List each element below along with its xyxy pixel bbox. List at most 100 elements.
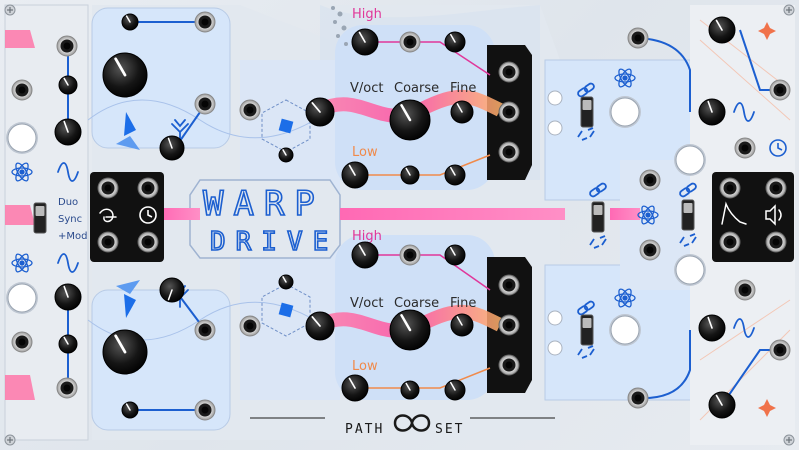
bottom-link-toggle[interactable] [580, 314, 594, 346]
output-jack-top-2[interactable] [498, 101, 520, 123]
infinity-icon [393, 414, 431, 432]
label-coarse-top: Coarse [394, 81, 439, 96]
right-link-toggle[interactable] [681, 199, 695, 231]
left-big-button-bottom[interactable] [6, 282, 38, 314]
high-jack-top[interactable] [399, 31, 421, 53]
bottom-hex-jack-1[interactable] [239, 315, 261, 337]
left-jack-bottom[interactable] [56, 377, 78, 399]
label-voct-top: V/oct [350, 81, 383, 96]
top-right-big-button[interactable] [609, 96, 641, 128]
broken-link-icon [679, 233, 697, 247]
top-far-right-jack[interactable] [769, 79, 791, 101]
high-knob-2-bottom[interactable] [444, 244, 466, 266]
output-jack-bottom-2[interactable] [498, 314, 520, 336]
bottom-hex-small-knob[interactable] [278, 274, 294, 290]
top-light-2[interactable] [547, 120, 563, 136]
left-small-knob-top[interactable] [58, 75, 78, 95]
output-jack-top-1[interactable] [498, 61, 520, 83]
label-coarse-bottom: Coarse [394, 296, 439, 311]
low-small-knob-bottom[interactable] [400, 380, 420, 400]
top-far-right-knob[interactable] [708, 16, 736, 44]
voct-knob-top[interactable] [305, 97, 335, 127]
mode-toggle-switch[interactable] [33, 202, 47, 234]
top-hex-jack-1[interactable] [239, 99, 261, 121]
bottom-small-knob[interactable] [121, 401, 139, 419]
top-small-knob[interactable] [121, 13, 139, 31]
brand-path: PATH [345, 422, 384, 437]
middle-jack-top[interactable] [639, 169, 661, 191]
low-knob-2-bottom[interactable] [444, 379, 466, 401]
middle-big-button-bottom[interactable] [674, 254, 706, 286]
bottom-right-jack-2[interactable] [734, 279, 756, 301]
top-right-knob[interactable] [698, 98, 726, 126]
high-knob-top[interactable] [351, 28, 379, 56]
display-jack-bl[interactable] [97, 231, 119, 253]
fine-knob-bottom[interactable] [450, 313, 474, 337]
broken-link-icon [577, 127, 595, 141]
link-icon [679, 182, 697, 198]
atom-icon [614, 68, 636, 88]
output-jack-bottom-3[interactable] [498, 354, 520, 376]
low-knob-2-top[interactable] [444, 164, 466, 186]
warp-icon-top [116, 112, 140, 150]
bottom-right-jack-1[interactable] [627, 387, 649, 409]
lower-jack-2[interactable] [194, 319, 216, 341]
bottom-jack-1[interactable] [194, 399, 216, 421]
label-fine-bottom: Fine [450, 296, 476, 311]
output-jack-bottom-1[interactable] [498, 274, 520, 296]
lower-large-knob[interactable] [102, 329, 148, 375]
left-small-knob-bottom[interactable] [58, 334, 78, 354]
display-jack-tr[interactable] [137, 177, 159, 199]
high-knob-bottom[interactable] [351, 241, 379, 269]
middle-link-toggle[interactable] [591, 201, 605, 233]
bottom-far-right-jack[interactable] [769, 339, 791, 361]
low-knob-bottom[interactable] [341, 374, 369, 402]
left-jack-5[interactable] [11, 331, 33, 353]
top-hex-small-knob[interactable] [278, 147, 294, 163]
low-knob-top[interactable] [341, 161, 369, 189]
middle-jack-bottom[interactable] [639, 239, 661, 261]
left-jack-top[interactable] [56, 35, 78, 57]
voct-knob-bottom[interactable] [305, 311, 335, 341]
bottom-right-big-button[interactable] [609, 314, 641, 346]
label-sync: Sync [58, 214, 82, 225]
upper-jack-2[interactable] [194, 93, 216, 115]
left-jack-2[interactable] [11, 79, 33, 101]
link-icon [577, 300, 595, 316]
lower-knob-2[interactable] [159, 277, 185, 303]
coarse-knob-top[interactable] [389, 99, 431, 141]
output-jack-top-3[interactable] [498, 141, 520, 163]
display-jack-br[interactable] [137, 231, 159, 253]
top-right-jack-1[interactable] [627, 27, 649, 49]
bottom-far-right-knob[interactable] [708, 391, 736, 419]
upper-large-knob[interactable] [102, 52, 148, 98]
bottom-light-2[interactable] [547, 340, 563, 356]
display-jack-tl[interactable] [97, 177, 119, 199]
right-display-jack-tr[interactable] [765, 177, 787, 199]
middle-big-button-top[interactable] [674, 144, 706, 176]
atom-icon [614, 288, 636, 308]
high-knob-2-top[interactable] [444, 31, 466, 53]
right-display-jack-bl[interactable] [719, 231, 741, 253]
right-display-jack-tl[interactable] [719, 177, 741, 199]
left-knob-bottom[interactable] [54, 283, 82, 311]
right-display-jack-br[interactable] [765, 231, 787, 253]
top-light-1[interactable] [547, 90, 563, 106]
top-right-jack-2[interactable] [734, 137, 756, 159]
atom-icon [637, 205, 659, 225]
bottom-right-knob[interactable] [698, 314, 726, 342]
low-small-knob-top[interactable] [400, 165, 420, 185]
hex-icon-bottom [261, 283, 311, 337]
coarse-knob-bottom[interactable] [389, 309, 431, 351]
broken-link-icon [589, 235, 607, 249]
label-low-bottom: Low [352, 359, 378, 374]
top-link-toggle[interactable] [580, 96, 594, 128]
left-knob-top[interactable] [54, 118, 82, 146]
top-jack-1[interactable] [194, 11, 216, 33]
high-jack-bottom[interactable] [399, 244, 421, 266]
fine-knob-top[interactable] [450, 100, 474, 124]
bottom-light-1[interactable] [547, 310, 563, 326]
left-big-button-top[interactable] [6, 122, 38, 154]
upper-knob-2[interactable] [159, 135, 185, 161]
